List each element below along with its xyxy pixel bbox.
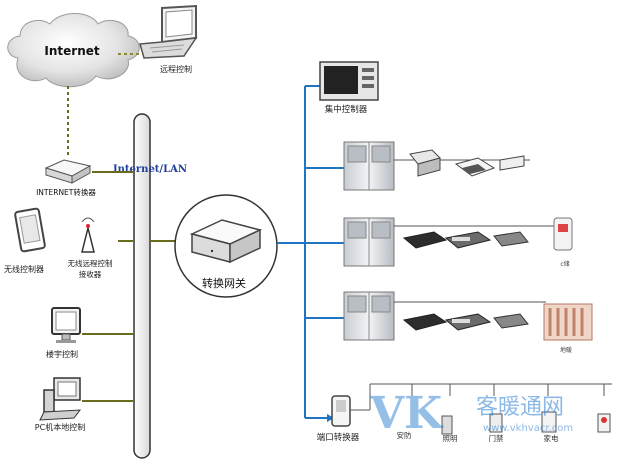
watermark: V K 客暖通网 www.vkhvacr.com <box>369 388 573 439</box>
row3-tag: 地暖 <box>560 346 572 354</box>
wireless-controller-label: 无线控制器 <box>4 264 44 274</box>
arrow-port <box>327 414 334 422</box>
lan-bus-label: Internet/LAN <box>113 164 187 175</box>
indoor-units-row2 <box>402 217 573 251</box>
central-controller-icon <box>319 61 379 101</box>
wireless-controller-icon <box>14 207 46 253</box>
outdoor-unit-1 <box>343 141 395 191</box>
internet-converter-icon <box>44 159 92 184</box>
lan-bus <box>133 113 151 459</box>
bottom-label-3: 门禁 <box>489 434 504 443</box>
bottom-labels: 安防 照明 门禁 家电 <box>397 430 559 443</box>
remote-control-label: 远程控制 <box>160 64 192 74</box>
internet-converter-label: INTERNET转换器 <box>36 187 96 197</box>
central-controller-label: 集中控制器 <box>325 104 368 115</box>
building-control-label: 楼宇控制 <box>46 349 78 359</box>
watermark-k: K <box>404 388 444 439</box>
watermark-v: V <box>369 388 405 439</box>
outdoor-unit-3 <box>343 291 395 341</box>
pc-icon <box>39 377 82 421</box>
wireless-receiver-line1: 无线远程控制 <box>68 258 113 268</box>
gateway-label: 转换网关 <box>202 276 246 290</box>
watermark-url: www.vkhvacr.com <box>483 423 573 434</box>
bottom-device-icons <box>441 411 611 435</box>
wireless-receiver-line2: 接收器 <box>79 269 102 279</box>
internet-label: Internet <box>44 44 99 58</box>
indoor-units-row1 <box>409 149 525 177</box>
bus-connectors <box>82 171 180 402</box>
bottom-label-2: 照明 <box>443 434 458 443</box>
wireless-receiver-icon <box>81 217 95 253</box>
row2-tag: c储 <box>560 260 569 268</box>
indoor-units-row3 <box>402 303 593 341</box>
internet-cloud: Internet <box>7 13 140 88</box>
port-converter-label: 端口转换器 <box>317 432 360 443</box>
monitor-icon <box>51 307 81 343</box>
bottom-branch-lines <box>350 383 612 411</box>
outdoor-unit-2 <box>343 217 395 267</box>
pc-local-label: PC机本地控制 <box>35 422 85 432</box>
bottom-label-1: 安防 <box>397 430 412 440</box>
port-converter-icon <box>331 395 351 427</box>
laptop-icon <box>139 4 198 59</box>
bottom-label-4: 家电 <box>544 433 559 443</box>
watermark-brand: 客暖通网 <box>476 395 564 420</box>
blue-bus <box>277 85 344 419</box>
gateway-box-icon <box>189 219 263 264</box>
